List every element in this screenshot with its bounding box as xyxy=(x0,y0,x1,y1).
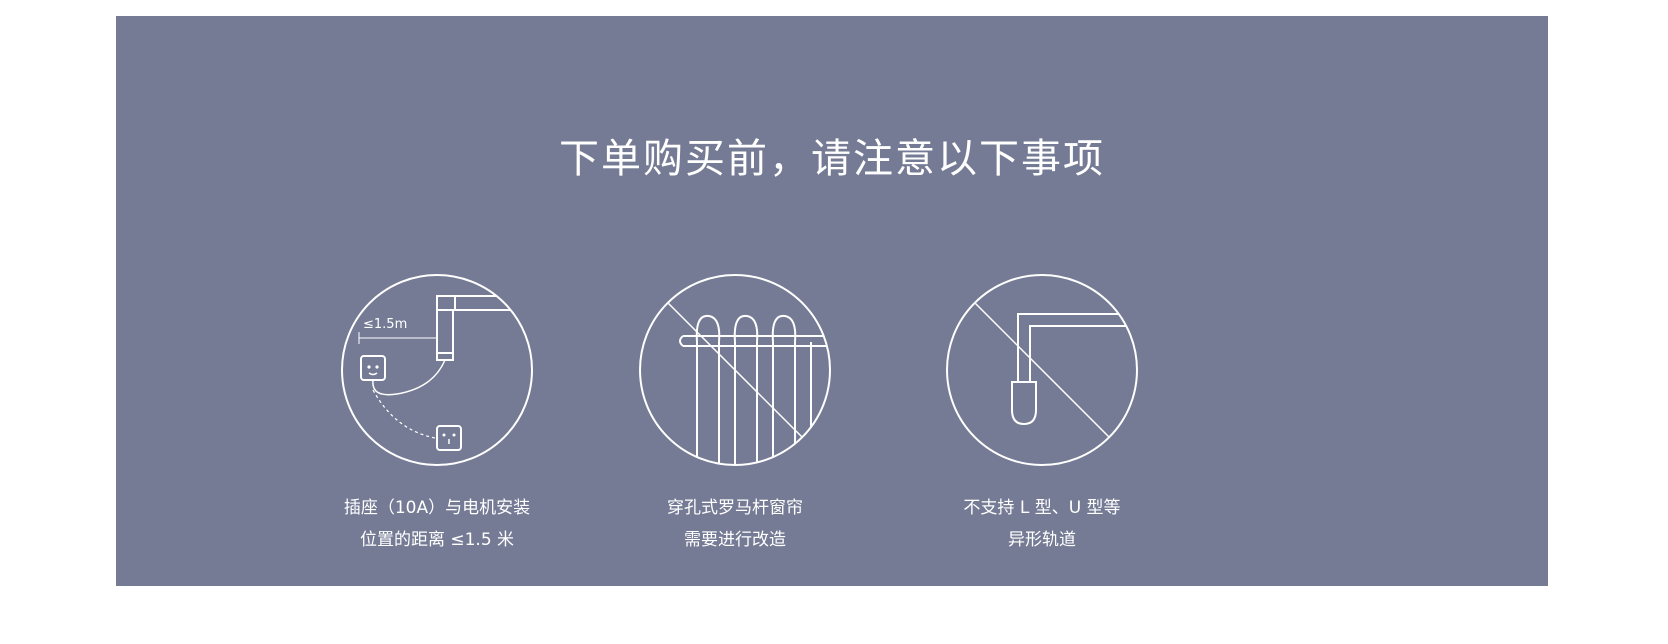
notice-caption: 不支持 L 型、U 型等 异形轨道 xyxy=(912,492,1172,556)
notice-caption-line-2: 需要进行改造 xyxy=(684,530,786,550)
page-title: 下单购买前，请注意以下事项 xyxy=(559,136,1105,182)
distance-label: ≤1.5m xyxy=(363,317,407,332)
grommet-curtain-prohibited-icon xyxy=(639,274,831,466)
socket-distance-icon: ≤1.5m xyxy=(341,274,533,466)
notice-caption-line-2: 异形轨道 xyxy=(1008,530,1076,550)
notice-caption: 穿孔式罗马杆窗帘 需要进行改造 xyxy=(605,492,865,556)
notice-item-grommet-curtain: 穿孔式罗马杆窗帘 需要进行改造 xyxy=(605,270,865,556)
notice-caption-line-1: 不支持 L 型、U 型等 xyxy=(963,498,1121,518)
notice-item-l-u-track: 不支持 L 型、U 型等 异形轨道 xyxy=(912,270,1172,556)
notice-caption: 插座（10A）与电机安装 位置的距离 ≤1.5 米 xyxy=(307,492,567,556)
notice-item-socket-distance: ≤1.5m 插座（10A）与电机安装 位置的距离 ≤1.5 米 xyxy=(307,270,567,556)
l-u-track-prohibited-icon xyxy=(946,274,1138,466)
notice-caption-line-1: 穿孔式罗马杆窗帘 xyxy=(667,498,803,518)
notice-caption-line-2: 位置的距离 ≤1.5 米 xyxy=(359,530,515,550)
notice-caption-line-1: 插座（10A）与电机安装 xyxy=(343,498,531,518)
notice-panel: 下单购买前，请注意以下事项 xyxy=(116,16,1548,586)
